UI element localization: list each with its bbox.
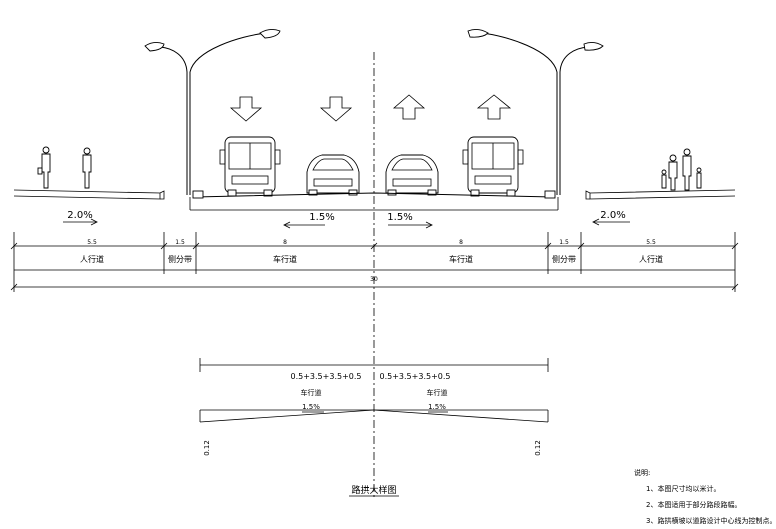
street-lamp-right bbox=[467, 28, 604, 195]
direction-arrow-up-2 bbox=[476, 94, 512, 120]
detail-lane-label-left: 车行道 bbox=[301, 388, 322, 397]
slope-arrow-sidewalk-left bbox=[63, 218, 98, 226]
direction-arrow-up-1 bbox=[392, 94, 426, 120]
detail-lane-label-right: 车行道 bbox=[427, 388, 448, 397]
detail-lane-formula-right: 0.5+3.5+3.5+0.5 bbox=[380, 372, 451, 381]
dimension-carriageway-left: 8 bbox=[283, 239, 287, 246]
detail-lane-formula-left: 0.5+3.5+3.5+0.5 bbox=[291, 372, 362, 381]
slope-label-carriageway-left: 1.5% bbox=[309, 212, 334, 223]
zone-label-carriageway-left: 车行道 bbox=[273, 254, 297, 264]
slope-arrow-sidewalk-right bbox=[592, 218, 630, 226]
road-surface-profile bbox=[13, 189, 736, 211]
pedestrian-figures-right bbox=[661, 148, 702, 191]
dimension-sidewalk-left: 5.5 bbox=[87, 239, 97, 246]
road-cross-section-drawing: 2.0% 1.5% 1.5% 2.0% 5.5 1.5 8 8 1.5 5.5 … bbox=[10, 28, 739, 498]
dimension-lines bbox=[10, 232, 739, 292]
zone-label-carriageway-right: 车行道 bbox=[449, 254, 473, 264]
detail-title: 路拱大样图 bbox=[351, 484, 396, 496]
slope-label-sidewalk-right: 2.0% bbox=[600, 210, 625, 221]
zone-label-median-left: 侧分带 bbox=[168, 254, 192, 264]
bus-left bbox=[219, 136, 281, 197]
street-lamp-left bbox=[144, 28, 281, 195]
dimension-median-left: 1.5 bbox=[175, 239, 185, 246]
car-left bbox=[306, 154, 360, 196]
zone-label-sidewalk-right: 人行道 bbox=[639, 254, 663, 264]
note-item-1: 1、本图尺寸均以米计。 bbox=[646, 485, 721, 493]
slope-arrow-carriageway-right bbox=[388, 221, 433, 229]
pedestrian-figures-left bbox=[37, 146, 92, 189]
car-right bbox=[385, 154, 439, 196]
note-item-2: 2、本图适用于部分路段路幅。 bbox=[646, 501, 742, 509]
detail-slope-label-left: 1.5% bbox=[302, 403, 320, 411]
direction-arrow-down-1 bbox=[229, 96, 263, 122]
detail-slope-label-right: 1.5% bbox=[428, 403, 446, 411]
slope-label-carriageway-right: 1.5% bbox=[387, 212, 412, 223]
dimension-median-right: 1.5 bbox=[559, 239, 569, 246]
dimension-carriageway-right: 8 bbox=[459, 239, 463, 246]
zone-label-median-right: 侧分带 bbox=[552, 254, 576, 264]
notes-heading: 说明: bbox=[634, 469, 651, 477]
direction-arrow-down-2 bbox=[319, 96, 353, 122]
note-item-3: 3、路拱横坡以道路设计中心线为控制点。 bbox=[646, 517, 776, 525]
crown-detail-drawing bbox=[199, 358, 549, 423]
detail-edge-thickness-right: 0.12 bbox=[534, 440, 542, 456]
slope-arrow-carriageway-left bbox=[283, 221, 325, 229]
zone-label-sidewalk-left: 人行道 bbox=[80, 254, 104, 264]
dimension-total-width: 30 bbox=[370, 276, 378, 283]
bus-right bbox=[462, 136, 524, 197]
dimension-sidewalk-right: 5.5 bbox=[646, 239, 656, 246]
slope-label-sidewalk-left: 2.0% bbox=[67, 210, 92, 221]
detail-edge-thickness-left: 0.12 bbox=[203, 440, 211, 456]
notes-block: 说明: 1、本图尺寸均以米计。 2、本图适用于部分路段路幅。 3、路拱横坡以道路… bbox=[634, 465, 776, 529]
